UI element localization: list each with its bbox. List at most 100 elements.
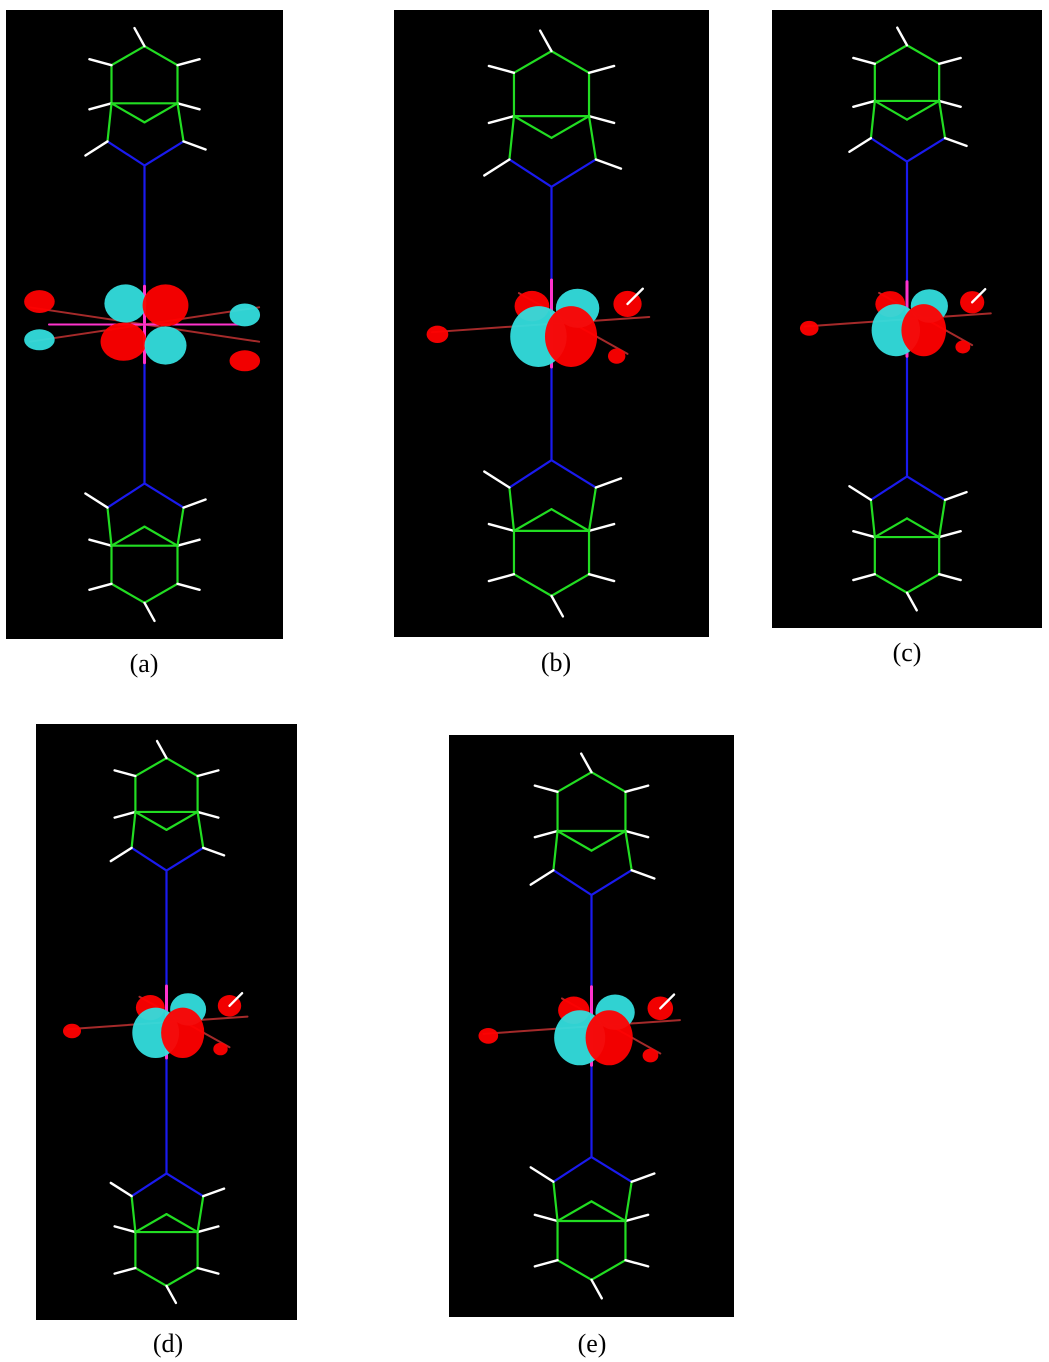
- hydrogen-bond: [587, 64, 616, 74]
- imidazole-ring-upper: [587, 115, 597, 161]
- benzene-ring-upper: [905, 44, 941, 65]
- hydrogen-bond: [529, 1166, 555, 1183]
- hydrogen-bond: [196, 769, 220, 778]
- hydrogen-bond: [594, 158, 623, 170]
- hydrogen-bond: [533, 784, 559, 794]
- orbital-lobe: [799, 320, 819, 336]
- imidazole-ring-upper: [552, 869, 593, 897]
- hydrogen-bond: [143, 601, 156, 623]
- hydrogen-bond: [133, 26, 146, 48]
- panel-a-caption: (a): [129, 649, 159, 678]
- imidazole-ring-upper: [130, 810, 137, 849]
- benzene-ring-upper: [550, 115, 591, 139]
- hydrogen-bond: [182, 498, 207, 509]
- hydrogen-bond: [113, 810, 137, 819]
- imidazole-ring-upper: [176, 102, 185, 143]
- hydrogen-bond: [483, 470, 511, 489]
- imidazole-ring-upper: [130, 846, 168, 872]
- panel-b-svg: [394, 10, 709, 637]
- imidazole-ring-lower: [508, 459, 553, 489]
- hydrogen-bond: [202, 1187, 226, 1198]
- hydrogen-bond: [84, 140, 109, 157]
- orbital-lobe: [144, 326, 187, 365]
- orbital-lobe: [104, 284, 147, 323]
- hydrogen-bond: [155, 739, 168, 760]
- benzene-ring-lower: [550, 508, 591, 532]
- panel-c-svg: [772, 10, 1042, 628]
- benzene-ring-lower: [134, 1266, 168, 1288]
- hydrogen-bond: [165, 1284, 178, 1305]
- hydrogen-bond: [937, 99, 962, 109]
- orbital-lobe: [24, 290, 55, 314]
- benzene-ring-upper: [873, 99, 909, 121]
- hydrogen-bond: [905, 591, 918, 612]
- benzene-ring-upper: [556, 829, 593, 852]
- hydrogen-bond: [579, 752, 593, 774]
- orbital-lobe: [642, 1048, 659, 1063]
- hydrogen-bond: [852, 529, 877, 539]
- benzene-ring-upper: [165, 810, 199, 831]
- orbital-lobe: [161, 1007, 205, 1058]
- panel-a-svg: [6, 10, 283, 639]
- hydrogen-bond: [630, 1172, 656, 1183]
- hydrogen-bond: [624, 829, 650, 839]
- hydrogen-bond: [943, 136, 968, 148]
- hydrogen-bond: [84, 492, 109, 509]
- benzene-ring-upper: [556, 771, 593, 793]
- imidazole-ring-upper: [196, 810, 205, 849]
- imidazole-ring-lower: [106, 482, 146, 509]
- orbital-lobe: [901, 304, 947, 357]
- imidazole-ring-lower: [196, 1195, 205, 1234]
- orbital-lobe: [100, 322, 147, 361]
- benzene-ring-lower: [873, 517, 909, 539]
- hydrogen-bond: [590, 1278, 604, 1300]
- imidazole-ring-upper: [165, 846, 205, 872]
- hydrogen-bond: [624, 1258, 650, 1268]
- imidazole-ring-lower: [590, 1155, 633, 1183]
- hydrogen-bond: [848, 136, 873, 153]
- hydrogen-bond: [852, 56, 877, 66]
- hydrogen-bond: [113, 769, 137, 778]
- benzene-ring-upper: [550, 50, 591, 74]
- benzene-ring-upper: [110, 45, 146, 67]
- imidazole-ring-lower: [552, 1180, 559, 1223]
- hydrogen-bond: [228, 992, 244, 1007]
- hydrogen-bond: [848, 485, 873, 502]
- hydrogen-bond: [624, 784, 650, 794]
- benzene-ring-upper: [134, 756, 168, 778]
- panel-b-caption: (b): [540, 648, 572, 677]
- hydrogen-bond: [88, 102, 113, 111]
- hydrogen-bond: [113, 1266, 137, 1275]
- benzene-ring-upper: [590, 771, 627, 793]
- imidazole-ring-lower: [143, 482, 185, 509]
- panel-c-molecule: [772, 10, 1042, 628]
- imidazole-ring-lower: [106, 506, 113, 547]
- benzene-ring-lower: [134, 1213, 168, 1234]
- panel-a-molecule: [6, 10, 283, 639]
- panel-e-molecule: [449, 735, 734, 1317]
- imidazole-ring-lower: [508, 486, 516, 532]
- benzene-ring-upper: [143, 102, 179, 124]
- hydrogen-bond: [626, 287, 644, 306]
- benzene-ring-upper: [512, 50, 553, 74]
- hydrogen-bond: [587, 522, 616, 533]
- orbital-lobe: [142, 284, 189, 327]
- hydrogen-bond: [88, 582, 113, 592]
- imidazole-ring-lower: [905, 475, 947, 501]
- benzene-ring-lower: [512, 573, 553, 597]
- hydrogen-bond: [487, 64, 516, 74]
- imidazole-ring-lower: [938, 498, 947, 539]
- hydrogen-bond: [487, 522, 516, 533]
- benzene-ring-lower: [165, 1266, 199, 1288]
- imidazole-ring-lower: [130, 1195, 137, 1234]
- benzene-ring-lower: [512, 508, 553, 532]
- orbital-lobe: [426, 325, 449, 344]
- hydrogen-bond: [196, 1225, 220, 1234]
- hydrogen-bond: [937, 572, 962, 582]
- imidazole-ring-lower: [869, 475, 909, 501]
- hydrogen-bond: [182, 140, 207, 151]
- benzene-ring-upper: [165, 756, 199, 778]
- hydrogen-bond: [487, 573, 516, 583]
- benzene-ring-upper: [110, 102, 146, 124]
- hydrogen-bond: [624, 1213, 650, 1223]
